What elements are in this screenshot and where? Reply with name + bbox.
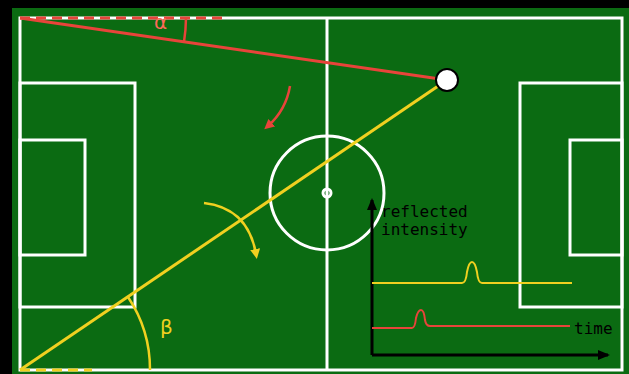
axis-label: time [574, 320, 613, 338]
sight-line-red [20, 18, 447, 80]
rotation-arrow [268, 86, 290, 126]
rotation-arrow [204, 203, 256, 254]
signal-trace [372, 310, 570, 328]
angle-label: β [160, 316, 173, 339]
reference-dashed [20, 17, 222, 20]
angle-arc [128, 297, 150, 370]
axis-label: reflected intensity [381, 203, 481, 240]
angle-label: α [154, 11, 167, 34]
signal-trace [372, 262, 572, 283]
ball [436, 69, 458, 91]
axis [371, 200, 374, 355]
pitch-markings [20, 18, 622, 370]
angle-arc [184, 18, 186, 42]
pitch [12, 8, 629, 374]
axis [372, 354, 608, 357]
reference-dashed [20, 369, 92, 372]
